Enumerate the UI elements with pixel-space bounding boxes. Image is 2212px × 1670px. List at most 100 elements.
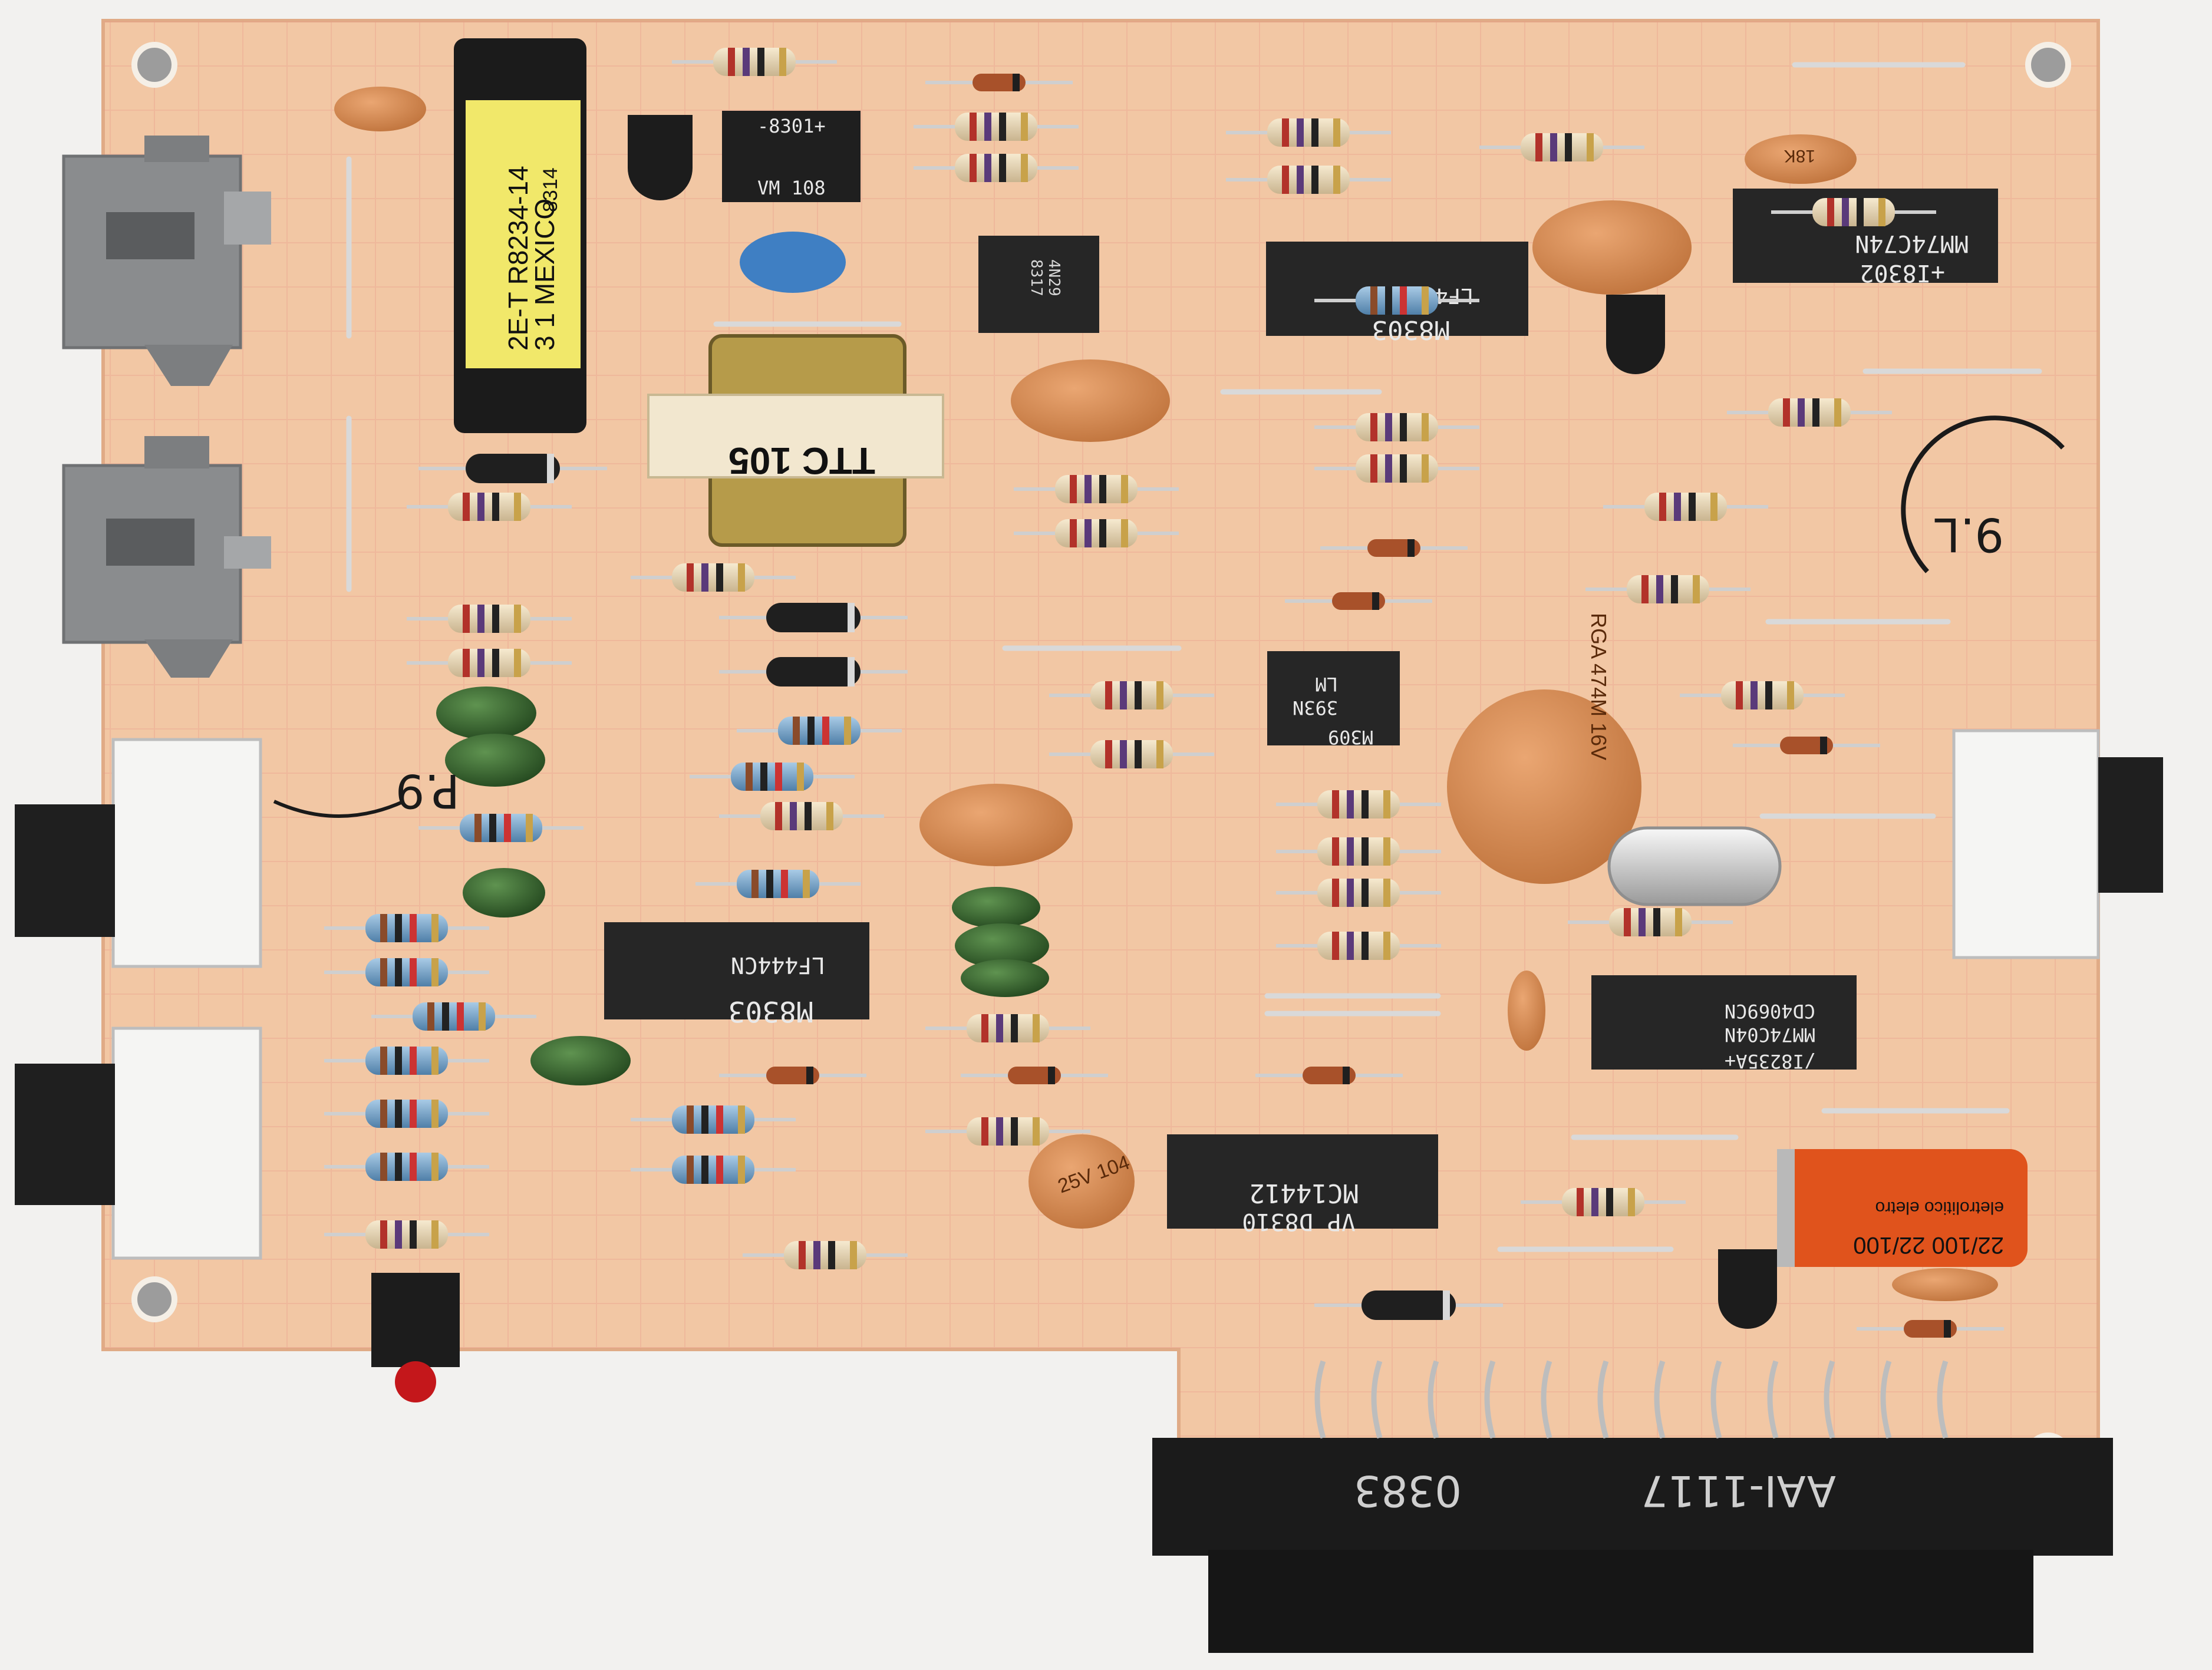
- transistors: [628, 115, 1777, 1329]
- relay-label-line2: 3 1 MEXICO: [529, 199, 560, 351]
- resistor: [925, 1014, 1090, 1042]
- resistor: [1226, 166, 1391, 194]
- led-indicator: [371, 1273, 460, 1402]
- ceramic-cap: [1508, 971, 1545, 1051]
- resistor: [1049, 681, 1214, 709]
- film-cap: [436, 687, 536, 740]
- electrolytic-line2: eletrolitico eletro: [1875, 1198, 2004, 1217]
- resistor: [324, 1047, 489, 1075]
- resistor: [1276, 932, 1441, 960]
- ic-u4-line3: M309: [1328, 726, 1373, 748]
- resistor: [407, 493, 572, 521]
- connector-line2: 0383: [1354, 1466, 1462, 1516]
- ceramic-cap: [334, 87, 426, 131]
- diode: [1255, 1067, 1403, 1084]
- resistor: [1314, 454, 1479, 483]
- resistor: [1603, 493, 1768, 521]
- rj11-jack-bottom: [62, 436, 271, 678]
- diode: [1314, 1291, 1503, 1320]
- connector-pin: [1484, 1360, 1496, 1439]
- relay-label-line1: 2E-T R8234-14: [503, 166, 533, 351]
- disc-cap-top-label: 18K: [1784, 146, 1815, 166]
- resistor: [324, 1153, 489, 1181]
- slide-switch-right: [1952, 729, 2163, 959]
- resistor: [743, 1241, 908, 1269]
- resistor: [1014, 519, 1179, 547]
- electrolytic-line1: 22/100 22/100: [1853, 1232, 2004, 1258]
- connector-pin: [1880, 1360, 1892, 1439]
- film-cap: [530, 1036, 631, 1085]
- connector-pins: [1314, 1360, 1949, 1439]
- resistor: [371, 1002, 536, 1031]
- connector-pin: [1597, 1360, 1609, 1439]
- resistor: [1585, 575, 1751, 603]
- transistor: [628, 115, 693, 200]
- diode: [961, 1067, 1108, 1084]
- diode-group: [418, 74, 2004, 1338]
- resistor: [1314, 286, 1479, 315]
- connector-pin: [1654, 1360, 1666, 1439]
- film-cap: [955, 923, 1049, 968]
- transistor: [1606, 295, 1665, 374]
- connector-pin: [1314, 1360, 1326, 1439]
- diode: [719, 603, 908, 632]
- ic-u1-line2: M8303: [1372, 315, 1450, 345]
- transformer-label: TTC 105: [728, 440, 875, 482]
- ceramic-cap: [919, 784, 1073, 866]
- edge-connector: AAI-1117 0383: [1152, 1438, 2113, 1653]
- diode: [1733, 737, 1880, 754]
- ic-lm393n: LM 393N M309: [1267, 651, 1400, 748]
- bridge-rectifier: -8301+ VM 108: [722, 111, 861, 202]
- resistor: [324, 914, 489, 942]
- resistor: [1521, 1188, 1686, 1216]
- ic-mc14412: MC14412 VP D8310: [1167, 1134, 1438, 1235]
- ceramic-cap-small-104: 25V 104: [1028, 1134, 1135, 1229]
- diode: [418, 454, 607, 483]
- connector-pin: [1710, 1360, 1722, 1439]
- resistor: [1727, 398, 1892, 427]
- connector-pin: [1824, 1360, 1835, 1439]
- ic-u6-line1: CD4069CN: [1725, 1000, 1815, 1022]
- ceramic-cap-blue: [740, 232, 846, 293]
- resistor: [631, 1156, 796, 1184]
- resistor: [690, 763, 855, 791]
- ic-u3-line2: M8303: [728, 995, 814, 1028]
- ceramic-cap-large-rga: RGA 474M 16V: [1447, 613, 1641, 884]
- resistor: [925, 1117, 1090, 1146]
- diode: [925, 74, 1073, 91]
- resistor: [324, 1100, 489, 1128]
- film-cap: [445, 734, 545, 787]
- resistor: [1479, 133, 1644, 161]
- ceramic-cap: [1892, 1268, 1998, 1301]
- bridge-model: VM 108: [757, 177, 826, 199]
- relay-label-line3: 8314: [539, 167, 562, 212]
- resistor: [695, 870, 861, 898]
- diode: [1857, 1320, 2004, 1338]
- mounting-hole: [131, 1276, 177, 1322]
- connector-pin: [1428, 1360, 1439, 1439]
- film-cap: [952, 887, 1040, 928]
- resistor: [719, 802, 884, 830]
- ic-u2-line1: MM74C74N: [1855, 230, 1969, 257]
- resistor: [1680, 681, 1845, 709]
- ic-cd4069cn: CD4069CN MM74C04N /I8235A+: [1591, 975, 1857, 1072]
- ceramic-capacitors: 18K: [334, 87, 1998, 1301]
- ic-u6-line3: /I8235A+: [1725, 1050, 1815, 1072]
- electrolytic-capacitor: 22/100 22/100 eletrolitico eletro: [1777, 1149, 2028, 1267]
- resistor: [1771, 198, 1936, 226]
- diode: [1285, 592, 1432, 610]
- resistor: [1276, 837, 1441, 866]
- slide-switch-left-top: [15, 738, 262, 968]
- ic-u4-line1: LM: [1315, 673, 1338, 695]
- reed-relay: 2E-T R8234-14 3 1 MEXICO 8314: [454, 38, 586, 433]
- ceramic-cap: [1745, 134, 1857, 184]
- optocoupler-ic: 4N29 8317: [978, 236, 1099, 333]
- connector-line1: AAI-1117: [1641, 1466, 1836, 1516]
- ic-u5-line1: MC14412: [1250, 1178, 1359, 1208]
- resistor: [1276, 879, 1441, 907]
- connector-pin: [1767, 1360, 1779, 1439]
- jumper-wires: [346, 62, 2042, 1252]
- ceramic-cap: [1011, 359, 1170, 442]
- resistor-group: [324, 48, 1936, 1269]
